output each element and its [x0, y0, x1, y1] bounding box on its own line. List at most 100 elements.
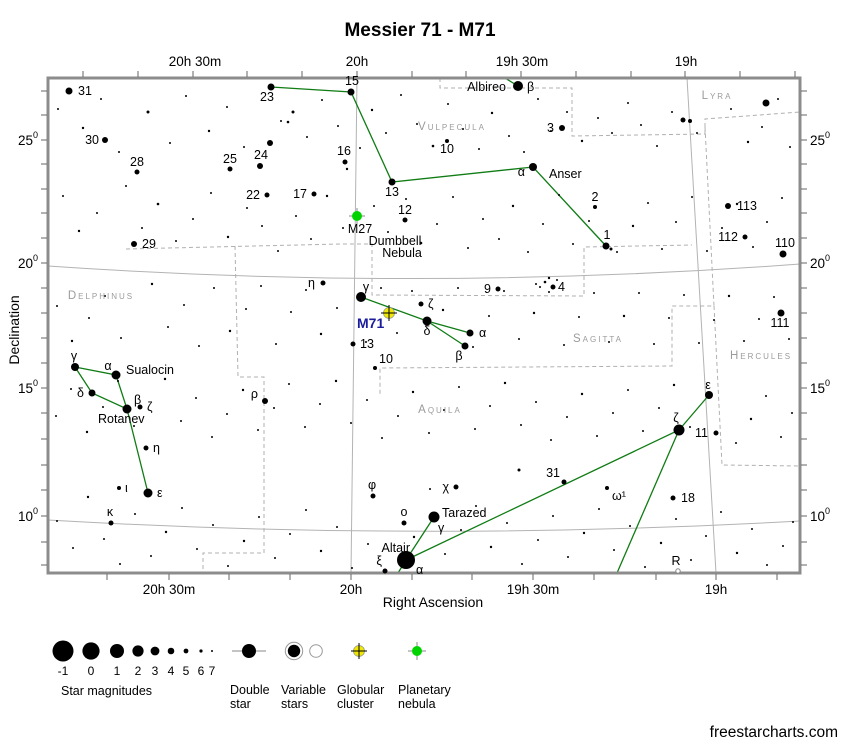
- faint-star: [210, 192, 212, 194]
- faint-star: [411, 290, 413, 292]
- star-label: χ: [442, 480, 449, 494]
- dec-tick-label-right: 150: [810, 378, 830, 396]
- star-label: ι: [125, 481, 128, 495]
- faint-star: [447, 103, 449, 105]
- m27-planetary-nebula-marker: [352, 211, 362, 221]
- faint-star: [671, 111, 673, 113]
- faint-star: [552, 515, 554, 517]
- faint-star: [381, 437, 383, 439]
- faint-star: [616, 251, 618, 253]
- faint-star: [567, 556, 569, 558]
- dec-tick-label-left: 200: [18, 253, 38, 271]
- star: [143, 488, 153, 498]
- faint-star: [696, 132, 698, 134]
- faint-star: [520, 424, 522, 426]
- star: [143, 445, 149, 451]
- faint-star: [460, 529, 462, 531]
- faint-star: [319, 549, 323, 553]
- star-label: ω¹: [612, 489, 626, 503]
- star-label: η: [308, 276, 315, 290]
- star: [267, 83, 275, 91]
- faint-star: [370, 108, 374, 112]
- faint-star: [668, 317, 670, 319]
- faint-star: [57, 108, 59, 110]
- star: [547, 276, 551, 280]
- faint-star: [597, 117, 599, 119]
- faint-star: [765, 395, 767, 397]
- planetary-nebula-label: Planetary: [398, 683, 452, 697]
- faint-star: [482, 218, 484, 220]
- star-label: R: [671, 554, 680, 568]
- star: [556, 279, 558, 281]
- dec-tick-label-left: 100: [18, 506, 38, 524]
- faint-star: [102, 406, 104, 408]
- faint-star: [706, 250, 708, 252]
- constellation-boundary: [202, 245, 265, 573]
- faint-star: [289, 533, 291, 535]
- faint-star: [325, 194, 329, 198]
- ra-tick-label-bottom: 20h 30m: [143, 582, 196, 597]
- faint-star: [133, 425, 135, 427]
- faint-star: [489, 545, 493, 549]
- star: [131, 241, 137, 247]
- faint-star: [596, 435, 598, 437]
- faint-star: [241, 388, 245, 392]
- faint-star: [766, 564, 768, 566]
- faint-star: [396, 332, 398, 334]
- faint-star: [441, 308, 445, 312]
- ra-tick-label-bottom: 20h: [340, 582, 363, 597]
- star-label: 15: [345, 74, 359, 88]
- faint-star: [288, 383, 290, 385]
- faint-star: [612, 412, 614, 414]
- star: [550, 284, 556, 290]
- faint-star: [457, 287, 459, 289]
- faint-star: [611, 132, 613, 134]
- star-label: 31: [546, 466, 560, 480]
- faint-star: [730, 108, 732, 110]
- faint-star: [458, 386, 460, 388]
- faint-star: [336, 526, 338, 528]
- star-label: 3: [547, 121, 554, 135]
- star-label: κ: [107, 505, 114, 519]
- faint-star: [521, 563, 523, 565]
- faint-star: [518, 338, 520, 340]
- star-label: 30: [85, 133, 99, 147]
- star: [445, 139, 449, 143]
- star-label: α: [518, 165, 525, 179]
- faint-star: [503, 381, 507, 385]
- ra-gridline: [686, 77, 717, 574]
- star: [725, 203, 731, 209]
- star: [543, 280, 547, 284]
- star: [742, 234, 748, 240]
- variable-star: [675, 568, 681, 574]
- faint-star: [542, 223, 544, 225]
- star-label: 18: [681, 491, 695, 505]
- faint-star: [334, 379, 338, 383]
- faint-star: [428, 432, 430, 434]
- faint-star: [351, 567, 353, 569]
- faint-star: [498, 238, 500, 240]
- star: [134, 169, 140, 175]
- faint-star: [62, 195, 64, 197]
- globular-cluster-label: cluster: [337, 697, 374, 711]
- star: [350, 341, 356, 347]
- faint-star: [419, 241, 423, 245]
- magnitude-dot: [183, 648, 189, 654]
- star: [320, 280, 326, 286]
- star-label: 31: [78, 84, 92, 98]
- star: [117, 486, 121, 490]
- star: [102, 137, 108, 143]
- faint-star: [548, 291, 550, 293]
- m27-label: M27: [348, 222, 372, 236]
- faint-star: [305, 289, 307, 291]
- star-label: 12: [398, 203, 412, 217]
- star-label: 10: [440, 142, 454, 156]
- faint-star: [478, 148, 480, 150]
- faint-star: [705, 535, 707, 537]
- star: [713, 430, 719, 436]
- faint-star: [366, 399, 368, 401]
- ra-gridline: [350, 77, 358, 574]
- star-label: ζ: [147, 400, 153, 414]
- faint-star: [56, 305, 58, 307]
